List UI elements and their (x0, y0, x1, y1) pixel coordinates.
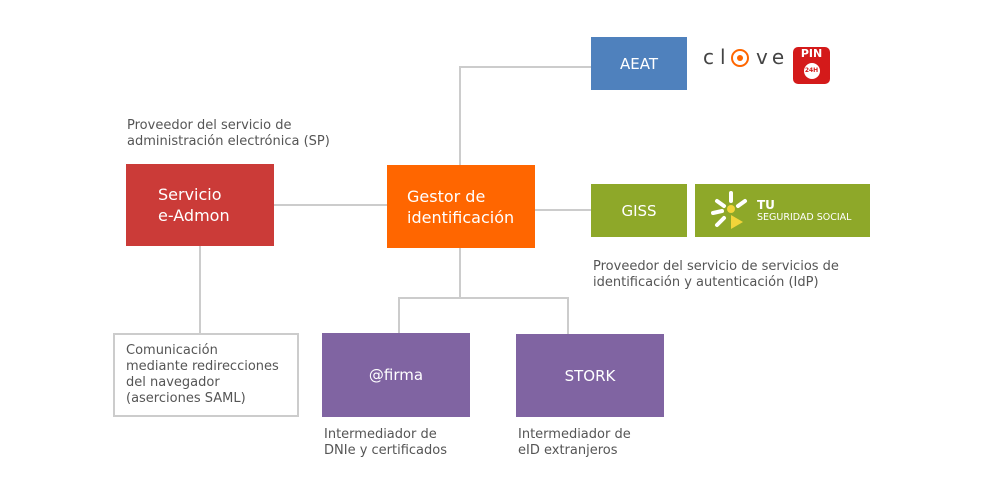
clave-at-icon (731, 49, 749, 67)
servicio-text: e-Admon (158, 206, 230, 225)
connector (567, 297, 569, 334)
connector (459, 66, 591, 68)
servicio-text: Servicio (158, 185, 222, 204)
comunicacion-text: mediante redirecciones (126, 359, 279, 374)
seguridad-social-star-icon (711, 190, 747, 229)
stork-box: STORK (516, 334, 664, 417)
clave-pin-badge: PIN 24H (793, 47, 830, 84)
pin-text: PIN (800, 47, 823, 60)
giss-text: GISS (621, 201, 657, 220)
servicio-e-admon-box: Servicio e-Admon (126, 164, 274, 246)
idp-label-line: Proveedor del servicio de servicios de (593, 259, 839, 274)
stork-label-line: Intermediador de (518, 427, 631, 442)
aeat-text: AEAT (620, 54, 658, 73)
comunicacion-text: (aserciones SAML) (126, 391, 246, 406)
firma-label-line: DNIe y certificados (324, 443, 448, 458)
stork-text: STORK (564, 366, 616, 385)
comunicacion-text: del navegador (126, 375, 220, 390)
firma-label-line: Intermediador de (324, 427, 437, 442)
connector (535, 209, 591, 211)
idp-label-line: identificación y autenticación (IdP) (593, 275, 819, 290)
gestor-text: identificación (407, 207, 515, 227)
connector (398, 297, 569, 299)
sp-label-line: Proveedor del servicio de (127, 118, 292, 133)
tu-text: TU (757, 198, 775, 212)
stork-label-line: eID extranjeros (518, 443, 618, 458)
giss-box: GISS (591, 184, 687, 237)
connector (459, 248, 461, 298)
comunicacion-box: Comunicación mediante redirecciones del … (113, 333, 299, 417)
clave-text: ve (756, 45, 789, 69)
seguridad-social-text: SEGURIDAD SOCIAL (757, 212, 852, 223)
connector (274, 204, 387, 206)
firma-box: @firma (322, 333, 470, 417)
aeat-box: AEAT (591, 37, 687, 90)
pin-24h-text: 24H (803, 63, 820, 79)
connector (199, 246, 201, 333)
connector (398, 297, 400, 333)
connector (459, 66, 461, 166)
gestor-text: Gestor de (407, 186, 486, 206)
comunicacion-text: Comunicación (126, 343, 218, 358)
sp-label-line: administración electrónica (SP) (127, 134, 330, 149)
clave-text: cl (703, 45, 732, 69)
firma-text: @firma (368, 366, 424, 384)
